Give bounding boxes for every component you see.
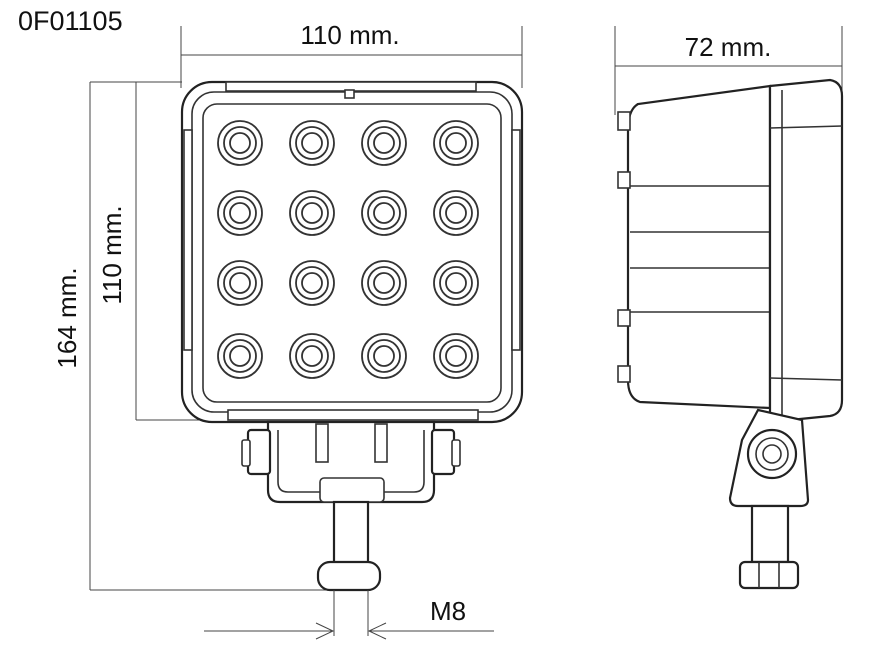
side-front-bezel xyxy=(768,78,844,424)
thread-callout: M8 xyxy=(204,590,494,640)
led-ring xyxy=(445,272,467,294)
thread-label: M8 xyxy=(430,596,466,626)
side-bolt xyxy=(738,504,800,590)
led xyxy=(361,260,407,306)
side-rear-body xyxy=(626,84,772,410)
led-ring xyxy=(373,345,395,367)
front-lens xyxy=(202,103,502,403)
front-width-dimension: 110 mm. xyxy=(180,20,523,88)
rear-stub xyxy=(617,365,631,383)
led xyxy=(433,260,479,306)
led xyxy=(289,190,335,236)
rear-stub xyxy=(617,171,631,189)
led xyxy=(289,333,335,379)
led xyxy=(217,120,263,166)
led-ring xyxy=(301,345,323,367)
front-view: 110 mm. 164 mm. 110 mm. xyxy=(52,20,524,640)
front-width-label: 110 mm. xyxy=(300,20,399,50)
side-mounting-bracket xyxy=(728,408,810,508)
side-depth-dimension: 72 mm. xyxy=(614,26,843,115)
led-ring xyxy=(229,132,251,154)
led xyxy=(217,260,263,306)
led-ring xyxy=(301,272,323,294)
front-bolt xyxy=(316,500,382,592)
side-view: 72 mm. xyxy=(614,26,844,590)
front-mounting-bracket xyxy=(241,420,461,504)
led-ring xyxy=(373,202,395,224)
rear-stub xyxy=(617,309,631,327)
left-ridge xyxy=(183,129,193,351)
housing-height-label: 110 mm. xyxy=(97,205,127,304)
top-notch xyxy=(344,89,355,99)
led-ring xyxy=(229,345,251,367)
led xyxy=(361,190,407,236)
led xyxy=(217,333,263,379)
rear-stub xyxy=(617,111,631,131)
led xyxy=(361,333,407,379)
led-ring xyxy=(301,202,323,224)
led-ring xyxy=(229,202,251,224)
led xyxy=(217,190,263,236)
side-depth-label: 72 mm. xyxy=(685,32,772,62)
led-ring xyxy=(229,272,251,294)
led-ring xyxy=(445,132,467,154)
led-ring xyxy=(445,345,467,367)
led xyxy=(433,333,479,379)
led-ring xyxy=(373,272,395,294)
product-code: 0F01105 xyxy=(18,6,123,36)
total-height-dimension: 164 mm. xyxy=(52,81,330,591)
bottom-tab xyxy=(227,409,479,421)
led xyxy=(361,120,407,166)
led-grid xyxy=(217,120,479,379)
led-ring xyxy=(373,132,395,154)
led xyxy=(433,120,479,166)
led xyxy=(289,260,335,306)
right-ridge xyxy=(511,129,521,351)
total-height-label: 164 mm. xyxy=(52,267,82,368)
led xyxy=(433,190,479,236)
led xyxy=(289,120,335,166)
led-ring xyxy=(301,132,323,154)
housing-height-dimension: 110 mm. xyxy=(97,82,230,421)
led-ring xyxy=(445,202,467,224)
